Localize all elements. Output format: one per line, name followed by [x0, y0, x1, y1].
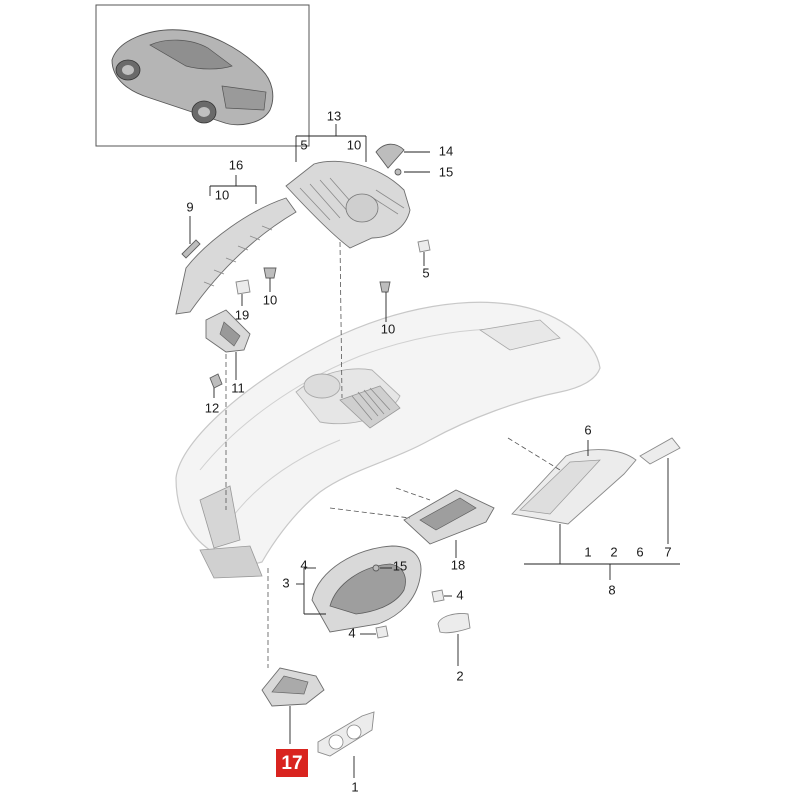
callout-10-top-16: 10	[215, 187, 229, 202]
callout-15-mid: 15	[393, 558, 407, 573]
callout-6-right: 6	[636, 544, 643, 559]
callout-12: 12	[205, 400, 219, 415]
dashboard-panel	[175, 301, 601, 579]
callout-2-right: 2	[610, 544, 617, 559]
callout-6: 6	[584, 422, 591, 437]
callout-2: 2	[456, 668, 463, 683]
callout-1-right: 1	[584, 544, 591, 559]
part-10-clip-right	[379, 281, 391, 293]
car-silhouette	[111, 29, 274, 126]
callout-3: 3	[282, 575, 289, 590]
part-18-center-vent	[403, 489, 495, 545]
callout-15-top: 15	[439, 164, 453, 179]
part-15-screw-mid	[372, 564, 380, 572]
part-4-clip-a	[431, 589, 445, 603]
callout-13: 13	[327, 108, 341, 123]
callout-17-highlight: 17	[276, 749, 308, 777]
callout-9: 9	[186, 199, 193, 214]
callout-1: 1	[351, 779, 358, 794]
part-9-clip	[181, 239, 201, 259]
part-16-vent-strip	[175, 197, 297, 315]
part-7-trim	[639, 437, 681, 465]
callout-11: 11	[231, 380, 245, 395]
callout-10-right: 10	[381, 321, 395, 336]
part-19-clip	[235, 279, 251, 295]
part-11-side-vent	[205, 309, 251, 353]
callout-17: 17	[281, 753, 302, 774]
part-17-lower-bracket	[261, 667, 325, 707]
callout-4-lower: 4	[348, 625, 355, 640]
callout-19: 19	[235, 307, 249, 322]
part-3-cluster-housing	[311, 545, 422, 633]
callout-7: 7	[664, 544, 671, 559]
callout-5-right: 5	[422, 265, 429, 280]
part-6-right-panel	[511, 449, 637, 525]
part-13-grille	[299, 177, 405, 221]
part-5-clip-top	[417, 239, 431, 253]
callout-10-left: 10	[263, 292, 277, 307]
part-15-screw-top	[394, 168, 402, 176]
vehicle-thumbnail	[95, 4, 310, 147]
part-12-clip	[209, 373, 223, 389]
callout-5-mid: 4	[456, 587, 463, 602]
callout-18: 18	[451, 557, 465, 572]
callout-4-upper: 4	[300, 557, 307, 572]
part-1-cluster-trim	[317, 711, 375, 757]
part-16-slats	[203, 225, 273, 287]
part-4-clip-b	[375, 625, 389, 639]
part-10-clip-left	[263, 267, 277, 279]
part-13-top-cover	[285, 160, 411, 249]
leader-lines	[189, 124, 680, 778]
callout-10-top-13: 10	[347, 137, 361, 152]
callout-14: 14	[439, 143, 453, 158]
dashboard-center-vents	[351, 387, 391, 421]
assembly-dashed-lines	[225, 241, 561, 668]
part-2-trim	[437, 613, 471, 634]
callout-labels: 13 5 10 14 15 5 10 16 10 9 10 19 11 12 6…	[186, 108, 671, 794]
part-14-cap	[375, 143, 405, 169]
callout-5-top: 5	[300, 137, 307, 152]
callout-16: 16	[229, 157, 243, 172]
callout-8: 8	[608, 582, 615, 597]
